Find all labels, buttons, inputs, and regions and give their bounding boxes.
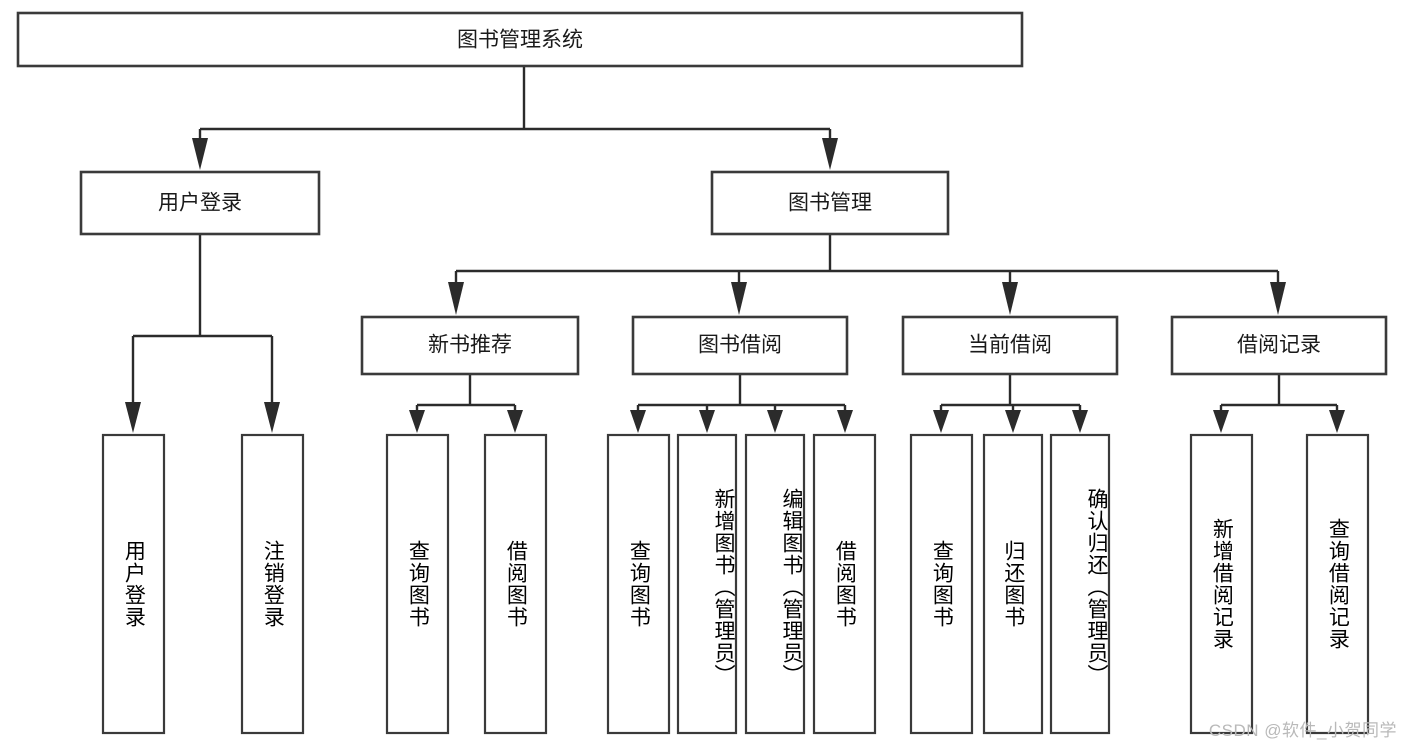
arrow-head-leaf-borrow-book-recommend xyxy=(507,410,523,433)
node-leaf-edit-book-admin-box[interactable] xyxy=(744,433,806,735)
leaf-label-borrow-book-recommend: 借阅图书 xyxy=(504,540,528,628)
node-leaf-confirm-return-admin-box[interactable] xyxy=(1049,433,1111,735)
node-leaf-add-book-admin-box[interactable] xyxy=(676,433,738,735)
node-book-management[interactable]: 图书管理 xyxy=(710,170,950,236)
arrow-head-leaf-add-book-admin xyxy=(699,410,715,433)
node-book-borrow-label: 图书借阅 xyxy=(698,334,782,357)
node-leaf-query-book-current-box[interactable] xyxy=(909,433,974,735)
arrow-head-leaf-confirm-return-admin xyxy=(1072,410,1088,433)
arrow-head-leaf-return-book xyxy=(1005,410,1021,433)
node-root-label: 图书管理系统 xyxy=(457,29,583,52)
node-book-borrow-box[interactable] xyxy=(631,315,849,376)
arrow-head-book-management xyxy=(822,138,838,170)
leaf-label-user-login: 用户登录 xyxy=(122,540,146,628)
node-borrow-record-label: 借阅记录 xyxy=(1237,334,1321,357)
arrow-head-leaf-query-book-recommend xyxy=(409,410,425,433)
leaf-label-query-book-borrow-wrap: 查询图书 xyxy=(608,435,669,733)
arrow-head-borrow-record xyxy=(1270,282,1286,315)
leaf-label-confirm-return-admin: 确认归还（管理员） xyxy=(1085,488,1108,686)
node-new-book-recommend-box[interactable] xyxy=(360,315,580,376)
leaf-label-add-borrow-record: 新增借阅记录 xyxy=(1210,518,1234,650)
leaf-label-user-login-wrap: 用户登录 xyxy=(103,435,164,733)
node-borrow-record-box[interactable] xyxy=(1170,315,1388,376)
node-current-borrow-box[interactable] xyxy=(901,315,1119,376)
leaf-label-add-book-admin: 新增图书（管理员） xyxy=(712,488,735,686)
leaf-label-query-book-current-wrap: 查询图书 xyxy=(911,435,972,733)
arrow-head-leaf-query-book-current xyxy=(933,410,949,433)
arrow-head-leaf-query-book-borrow xyxy=(630,410,646,433)
leaf-box-layer xyxy=(101,433,1370,735)
leaf-label-edit-book-admin-wrap: 编辑图书（管理员） xyxy=(746,435,804,733)
arrow-head-current-borrow xyxy=(1002,282,1018,315)
node-current-borrow-label: 当前借阅 xyxy=(968,334,1052,357)
node-user-login-label: 用户登录 xyxy=(158,192,242,215)
arrow-head-leaf-add-borrow-record xyxy=(1213,410,1229,433)
leaf-label-user-logout-wrap: 注销登录 xyxy=(242,435,303,733)
node-new-book-recommend-label: 新书推荐 xyxy=(428,334,512,357)
node-user-login[interactable]: 用户登录 xyxy=(79,170,321,236)
node-leaf-query-borrow-record-box[interactable] xyxy=(1305,433,1370,735)
arrow-head-leaf-user-logout xyxy=(264,402,280,433)
node-leaf-user-logout-box[interactable] xyxy=(240,433,305,735)
node-root-box[interactable] xyxy=(16,11,1024,68)
arrow-head-user-login xyxy=(192,138,208,170)
node-leaf-query-book-borrow-box[interactable] xyxy=(606,433,671,735)
leaf-label-add-book-admin-wrap: 新增图书（管理员） xyxy=(678,435,736,733)
node-new-book-recommend[interactable]: 新书推荐 xyxy=(360,315,580,376)
node-book-borrow[interactable]: 图书借阅 xyxy=(631,315,849,376)
node-borrow-record[interactable]: 借阅记录 xyxy=(1170,315,1388,376)
arrow-head-new-book-recommend xyxy=(448,282,464,315)
node-leaf-borrow-book-box[interactable] xyxy=(812,433,877,735)
leaf-label-user-logout: 注销登录 xyxy=(261,540,285,628)
node-user-login-box[interactable] xyxy=(79,170,321,236)
node-leaf-return-book-box[interactable] xyxy=(982,433,1044,735)
arrow-head-leaf-user-login xyxy=(125,402,141,433)
node-leaf-user-login-box[interactable] xyxy=(101,433,166,735)
leaf-label-query-book-current: 查询图书 xyxy=(930,540,954,628)
arrow-head-leaf-query-borrow-record xyxy=(1329,410,1345,433)
leaf-label-return-book: 归还图书 xyxy=(1001,540,1025,628)
node-leaf-query-book-recommend-box[interactable] xyxy=(385,433,450,735)
node-leaf-add-borrow-record-box[interactable] xyxy=(1189,433,1254,735)
leaf-label-borrow-book: 借阅图书 xyxy=(833,540,857,628)
leaf-label-confirm-return-admin-wrap: 确认归还（管理员） xyxy=(1051,435,1109,733)
node-book-management-label: 图书管理 xyxy=(788,192,872,215)
arrow-head-leaf-edit-book-admin xyxy=(767,410,783,433)
leaf-label-query-book-recommend: 查询图书 xyxy=(406,540,430,628)
node-leaf-borrow-book-recommend-box[interactable] xyxy=(483,433,548,735)
leaf-label-query-book-borrow: 查询图书 xyxy=(627,540,651,628)
leaf-label-return-book-wrap: 归还图书 xyxy=(984,435,1042,733)
leaf-label-add-borrow-record-wrap: 新增借阅记录 xyxy=(1191,435,1252,733)
node-current-borrow[interactable]: 当前借阅 xyxy=(901,315,1119,376)
leaf-label-borrow-book-recommend-wrap: 借阅图书 xyxy=(485,435,546,733)
arrow-head-leaf-borrow-book xyxy=(837,410,853,433)
arrow-head-book-borrow xyxy=(731,282,747,315)
node-book-management-box[interactable] xyxy=(710,170,950,236)
node-root[interactable]: 图书管理系统 xyxy=(16,11,1024,68)
leaf-label-edit-book-admin: 编辑图书（管理员） xyxy=(780,488,803,686)
csdn-watermark: CSDN @软件_小贺同学 xyxy=(1208,721,1397,740)
connector-layer xyxy=(125,66,1345,433)
leaf-label-query-borrow-record-wrap: 查询借阅记录 xyxy=(1307,435,1368,733)
leaf-label-query-borrow-record: 查询借阅记录 xyxy=(1326,518,1350,650)
leaf-label-query-book-recommend-wrap: 查询图书 xyxy=(387,435,448,733)
leaf-label-borrow-book-wrap: 借阅图书 xyxy=(814,435,875,733)
